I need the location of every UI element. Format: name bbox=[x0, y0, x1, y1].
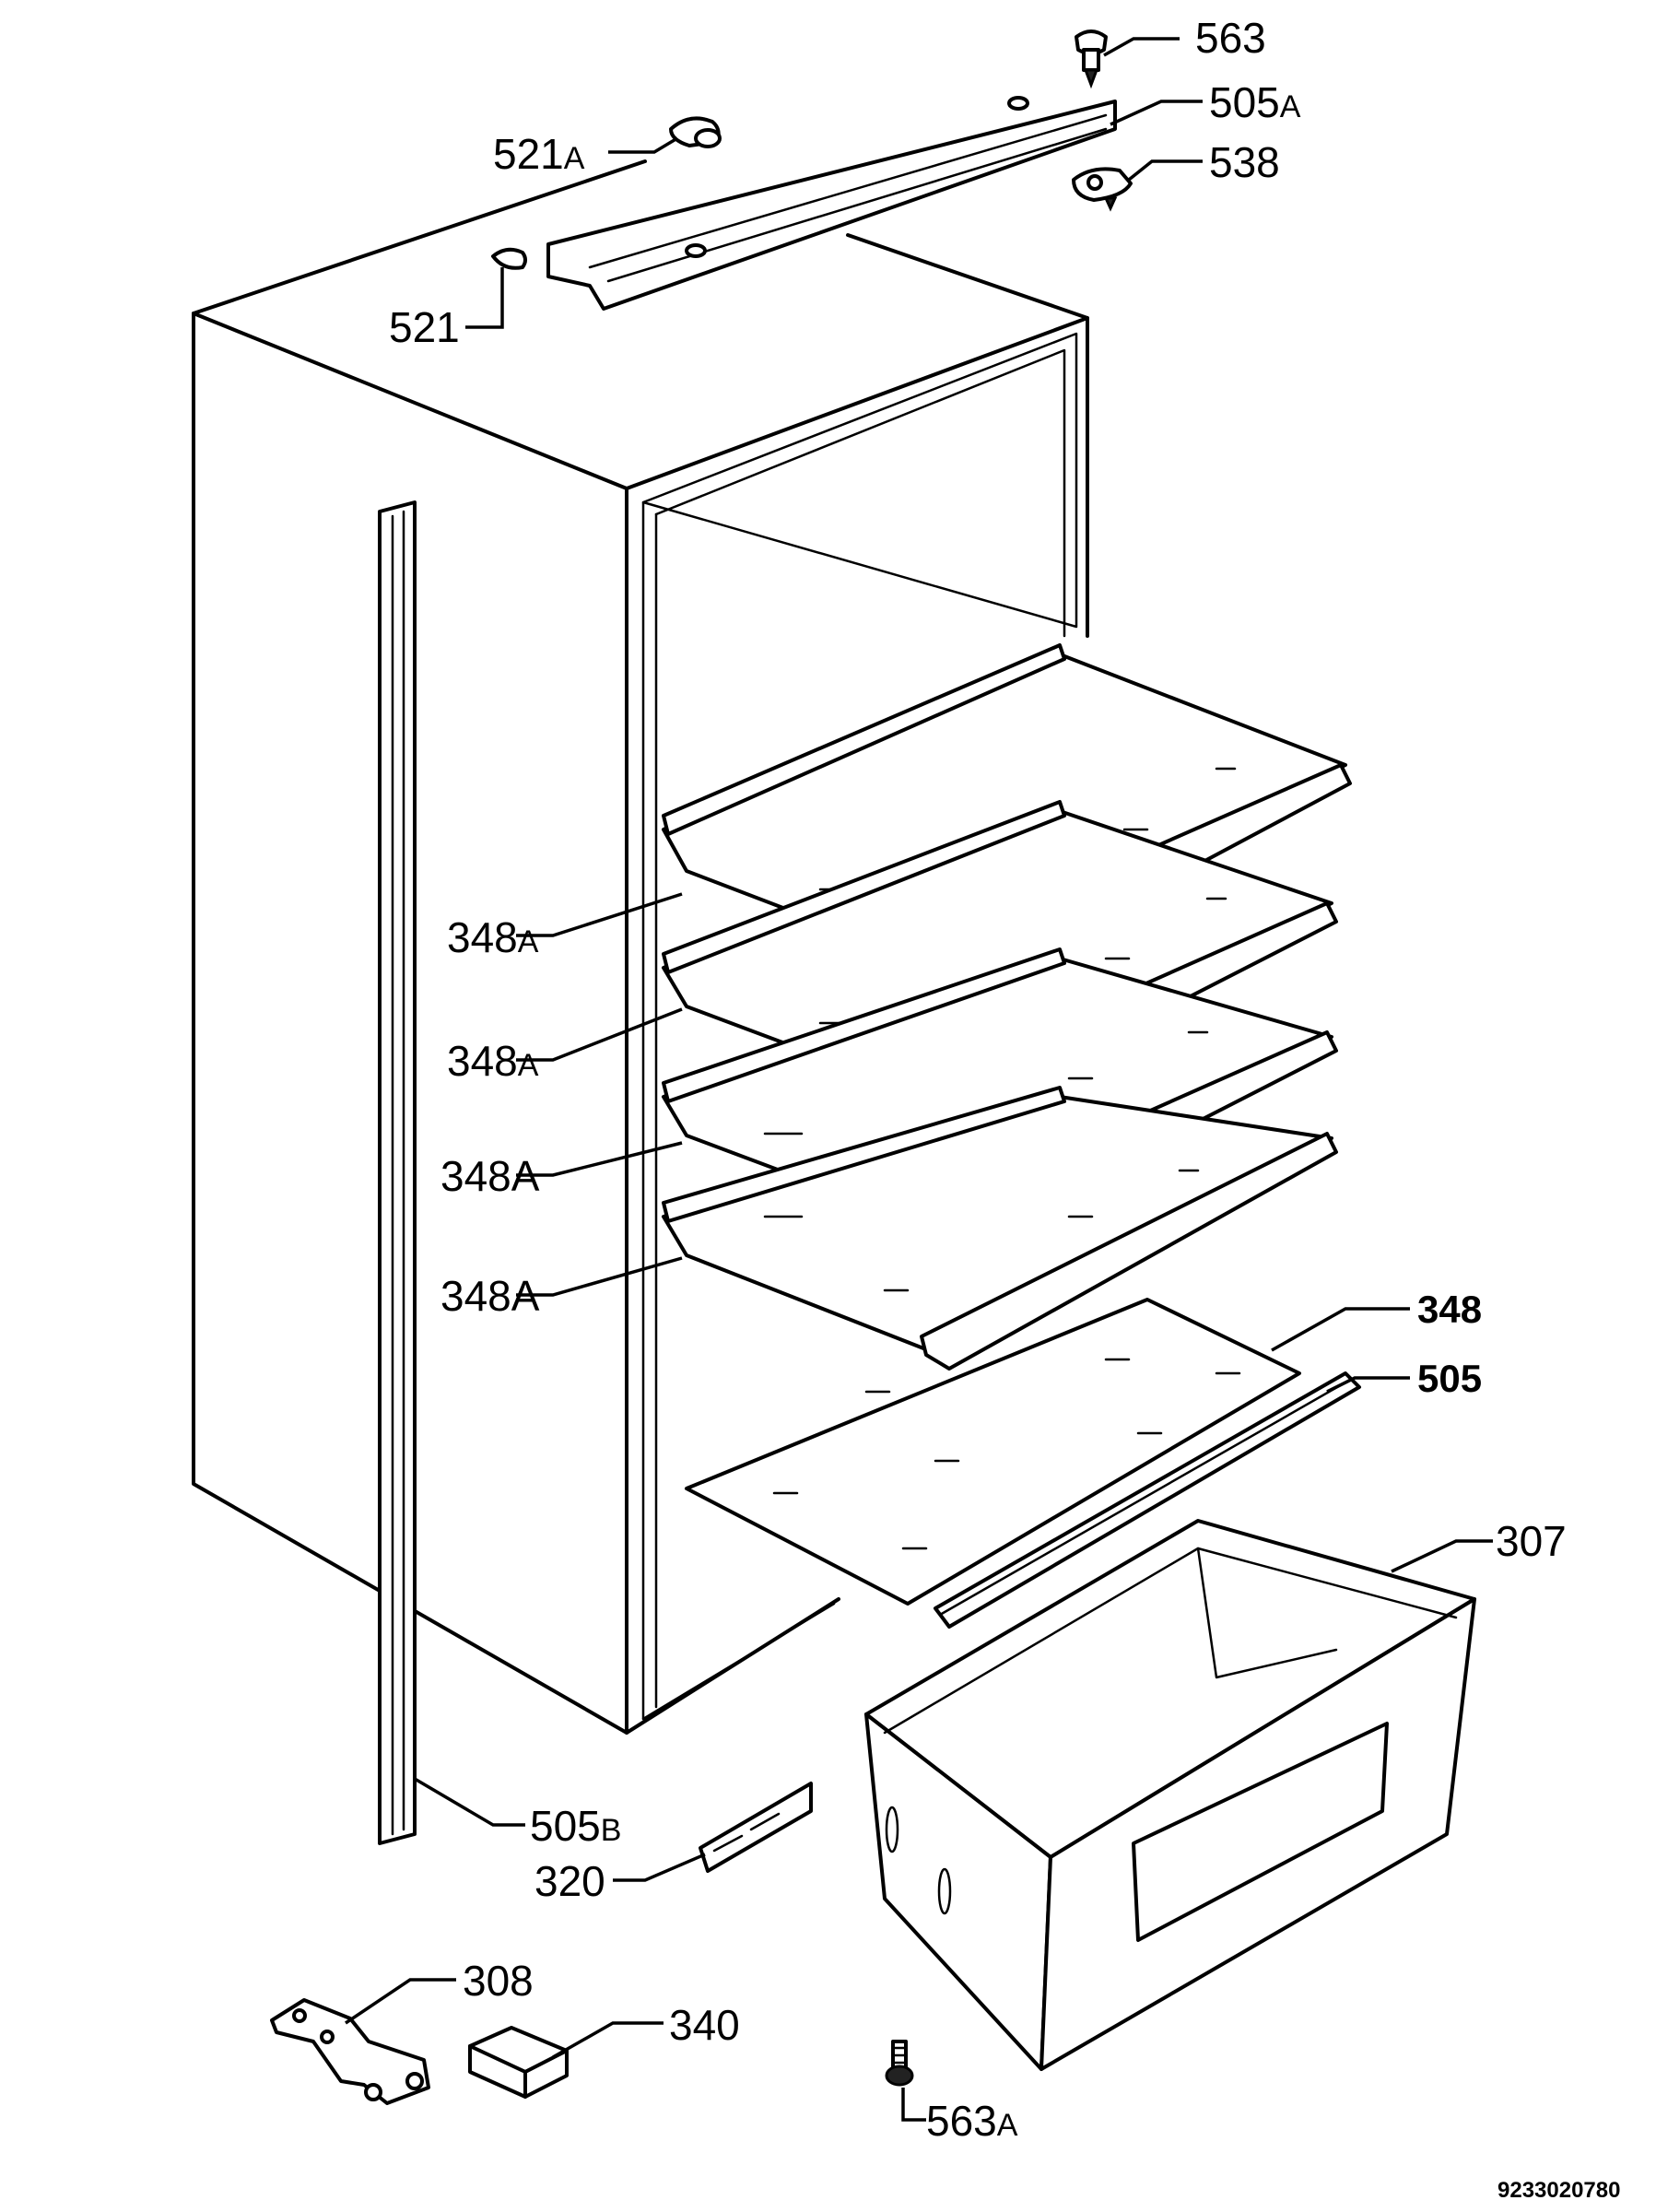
label-538: 538 bbox=[1209, 138, 1280, 186]
leader-538 bbox=[1127, 159, 1203, 182]
bottom-glass-shelf bbox=[685, 1298, 1301, 1606]
leader-307 bbox=[1391, 1539, 1493, 1573]
gasket-frame-top bbox=[641, 332, 1078, 629]
leader-340 bbox=[552, 2021, 664, 2059]
leader-505b bbox=[414, 1777, 525, 1827]
top-cover-rail bbox=[546, 96, 1117, 311]
shelf-1-back-rail bbox=[662, 643, 1066, 836]
label-563a: 563A bbox=[926, 2097, 1018, 2145]
cabinet-top-front-edge bbox=[625, 316, 1089, 490]
shelf-3-back-rail bbox=[662, 947, 1066, 1103]
leader-563 bbox=[1103, 37, 1180, 57]
top-rail-line bbox=[588, 113, 1108, 269]
ventilation-grille bbox=[699, 1782, 813, 1873]
part-563a-screw bbox=[885, 2040, 914, 2087]
leader-505a bbox=[1110, 100, 1203, 126]
drawing-code: 9233020780 bbox=[1497, 2178, 1620, 2203]
bottom-shelf-glass bbox=[685, 1298, 1301, 1606]
leader-348a-4 bbox=[516, 1256, 683, 1297]
bottom-shelf-trim bbox=[934, 1371, 1361, 1629]
leader-320 bbox=[613, 1853, 706, 1882]
drawer-handle-recess bbox=[1132, 1722, 1389, 1942]
leader-521a bbox=[608, 136, 678, 154]
leader-348 bbox=[1271, 1307, 1410, 1352]
part-labels: 563 505A 538 521A 521 348A 348A 348A 348… bbox=[389, 14, 1620, 2203]
seal-strip-body bbox=[378, 500, 417, 1845]
leader-lines bbox=[345, 37, 1493, 2122]
part-538-hinge-cover bbox=[1072, 167, 1133, 212]
label-348a-4: 348A bbox=[440, 1272, 540, 1320]
sealing-block bbox=[468, 2026, 569, 2099]
leader-348a-3 bbox=[516, 1141, 683, 1177]
label-348a-3: 348A bbox=[440, 1152, 540, 1200]
leader-521 bbox=[465, 267, 504, 329]
shelf-2-back-rail bbox=[662, 800, 1066, 974]
glass-shelf-4 bbox=[662, 1086, 1338, 1371]
label-505a: 505A bbox=[1209, 78, 1301, 126]
label-308: 308 bbox=[463, 1957, 534, 2005]
top-rail-hole bbox=[685, 243, 707, 258]
label-505b: 505B bbox=[530, 1802, 621, 1850]
drawer-side-slot bbox=[937, 1867, 952, 1915]
top-rail-line-2 bbox=[606, 127, 1108, 283]
label-340: 340 bbox=[669, 2001, 740, 2049]
label-505: 505 bbox=[1417, 1357, 1482, 1400]
leader-348a-2 bbox=[516, 1007, 683, 1062]
shelf-4-front-trim bbox=[920, 1132, 1338, 1371]
shelf-4-back-rail bbox=[662, 1086, 1066, 1223]
label-348: 348 bbox=[1417, 1288, 1482, 1331]
door-hinge bbox=[270, 1998, 430, 2105]
gasket-frame-bottom bbox=[641, 1602, 836, 1721]
drawer-inner-corner bbox=[1196, 1547, 1338, 1679]
label-563: 563 bbox=[1195, 14, 1266, 62]
label-320: 320 bbox=[534, 1857, 605, 1905]
leader-348a-1 bbox=[516, 892, 683, 937]
top-rail-body bbox=[546, 100, 1117, 311]
label-521a: 521A bbox=[493, 130, 585, 178]
leader-505 bbox=[1326, 1376, 1410, 1394]
gasket-frame-inner-top bbox=[654, 348, 1066, 638]
part-521a-cap bbox=[669, 116, 722, 148]
trim-strip-body bbox=[934, 1371, 1361, 1629]
label-348a-2: 348A bbox=[447, 1037, 539, 1085]
cabinet-top-back-edge bbox=[192, 159, 647, 315]
part-521-plug bbox=[491, 247, 527, 270]
label-521: 521 bbox=[389, 303, 460, 351]
crisper-drawer bbox=[864, 1519, 1476, 2071]
top-rail-hole bbox=[1007, 96, 1029, 111]
part-563-screw bbox=[1075, 29, 1108, 89]
leader-563a bbox=[901, 2088, 926, 2122]
door-seal-strip bbox=[378, 500, 417, 1845]
cabinet-top-right-edge bbox=[846, 233, 1089, 638]
leader-308 bbox=[345, 1978, 456, 2025]
label-348a-1: 348A bbox=[447, 913, 539, 961]
label-307: 307 bbox=[1496, 1517, 1567, 1565]
drawer-side-slot bbox=[885, 1806, 899, 1853]
